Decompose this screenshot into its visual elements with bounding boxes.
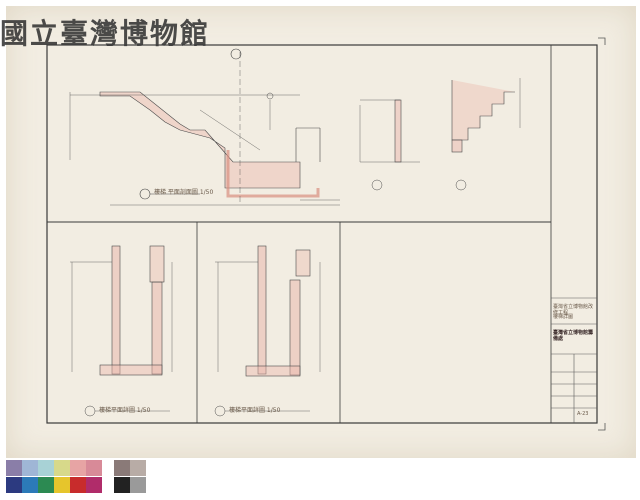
color-swatch [130,477,146,493]
color-swatch [130,460,146,476]
color-swatch [54,460,70,476]
stair-section-detail-a [359,99,420,191]
color-swatch [86,477,102,493]
title-block-sheet-no: A-23 [577,411,589,417]
color-swatch [70,477,86,493]
view-label-plan-middle: 樓梯平面詳圖 1/50 [229,407,281,414]
title-block-institution: 臺灣省立博物館籌備處 [553,330,594,342]
color-swatch [38,477,54,493]
color-swatch [6,460,22,476]
color-swatch [114,477,130,493]
view-label-main: 樓梯 平面剖面圖 1/50 [154,189,214,196]
color-swatch [22,477,38,493]
stair-plan-left [70,245,173,417]
title-block-project: 臺灣省立博物館改修工程 [553,304,594,316]
stair-section-detail-b [451,78,521,191]
view-marker-main [139,188,200,200]
stair-section-main [69,52,340,206]
color-swatch [70,460,86,476]
color-calibration-card [6,460,166,494]
color-swatch [22,460,38,476]
color-swatch [114,460,130,476]
section-marker-top [230,48,242,60]
drawing-border [46,44,598,424]
drawing-sheet [6,6,636,458]
stair-plan-middle [214,245,321,417]
color-swatch [54,477,70,493]
title-block [551,297,597,423]
color-swatch [86,460,102,476]
view-label-plan-left: 樓梯平面詳圖 1/50 [99,407,151,414]
color-swatch [38,460,54,476]
title-block-sheet-title: 樓梯詳圖 [553,314,574,320]
color-swatch [6,477,22,493]
